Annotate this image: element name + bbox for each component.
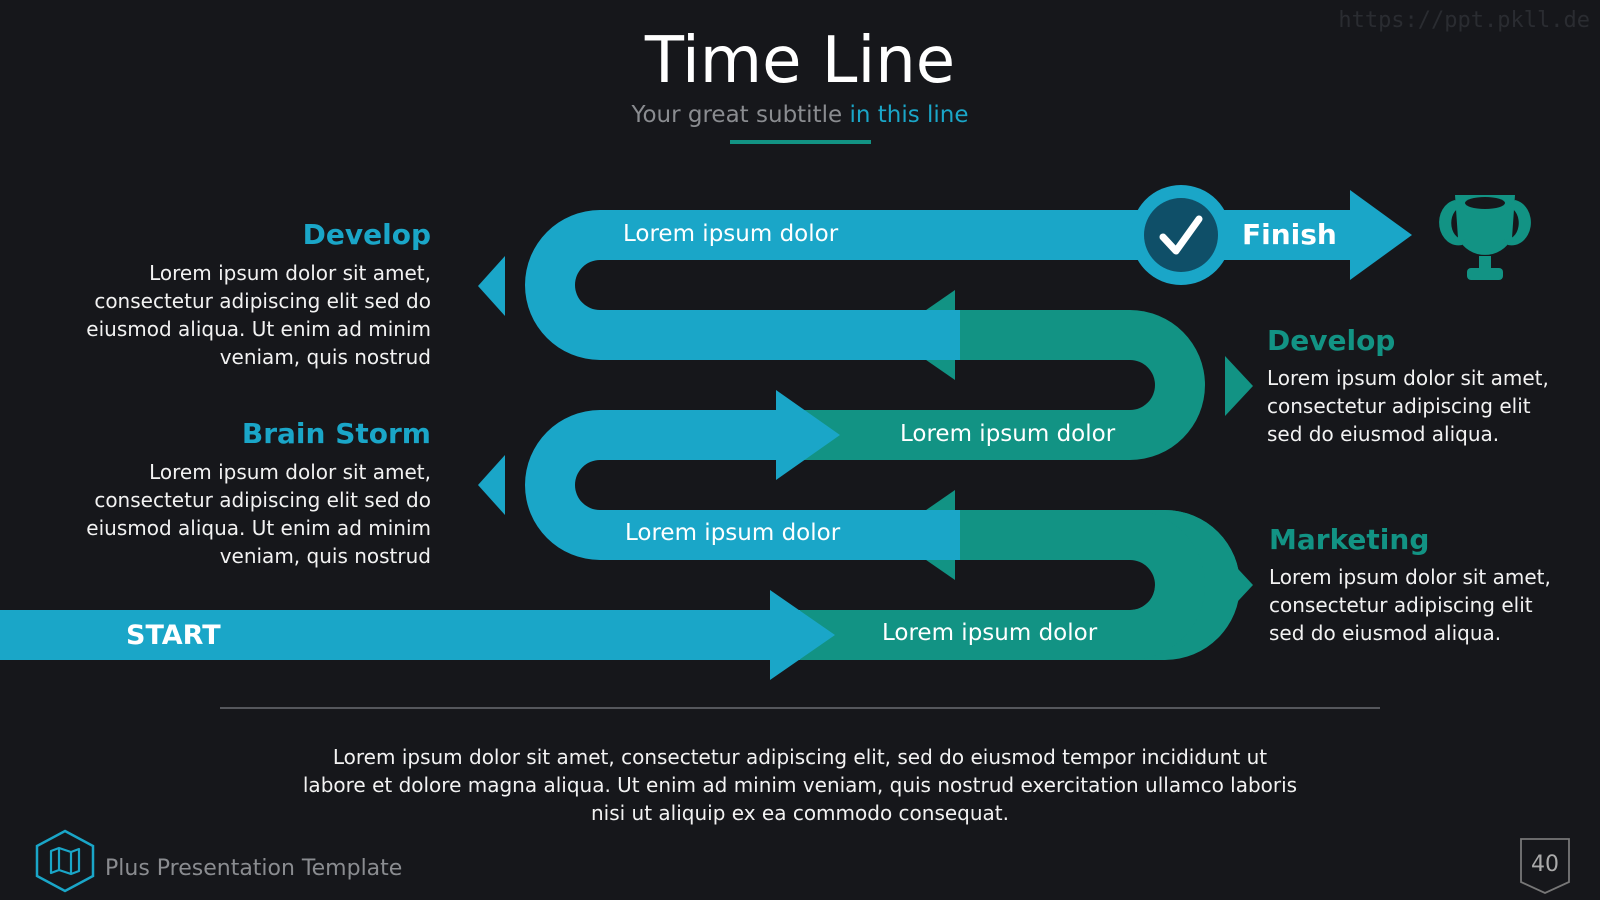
pointer-left-lower: [478, 455, 505, 515]
pointer-left-upper: [478, 256, 505, 316]
finish-arrowhead: [1350, 190, 1412, 280]
finish-label: Finish: [1242, 218, 1337, 251]
page-number-badge: 40: [1520, 838, 1570, 894]
trophy-icon: [1439, 195, 1531, 280]
divider: [220, 707, 1380, 709]
track-segment-start: [0, 610, 800, 660]
right-item-text-develop: Lorem ipsum dolor sit amet, consectetur …: [1267, 366, 1549, 446]
check-icon: [1159, 215, 1203, 255]
pointer-right-lower: [1225, 555, 1253, 615]
right-item-title-marketing: Marketing: [1269, 523, 1430, 556]
track-label-1: Lorem ipsum dolor: [623, 221, 839, 247]
watermark: https://ppt.pkll.de: [1338, 8, 1590, 33]
track-label-2: Lorem ipsum dolor: [900, 421, 1116, 447]
right-item-title-develop: Develop: [1267, 324, 1396, 357]
track-label-4: Lorem ipsum dolor: [882, 620, 1098, 646]
subtitle-underline: [730, 140, 871, 144]
page-number: 40: [1531, 852, 1559, 877]
blue-arrowhead-start: [770, 590, 835, 680]
track-segment-blue-top: [525, 210, 1160, 360]
subtitle-plain: Your great subtitle: [631, 102, 850, 128]
left-item-text-develop: Lorem ipsum dolor sit amet, consectetur …: [86, 261, 431, 369]
left-item-text-brainstorm: Lorem ipsum dolor sit amet, consectetur …: [86, 460, 431, 568]
pointer-right-upper: [1225, 356, 1253, 416]
track-segment-teal-lower: [800, 510, 1205, 660]
footer-template-name: Plus Presentation Template: [105, 856, 403, 881]
track-segment-blue-middle: [525, 410, 960, 560]
check-circle-inner: [1144, 198, 1218, 272]
track-segment-teal-upper: [800, 310, 1205, 460]
map-icon: [35, 829, 95, 893]
start-label: START: [126, 620, 221, 651]
left-item-title-brainstorm: Brain Storm: [241, 417, 431, 450]
right-item-text-marketing: Lorem ipsum dolor sit amet, consectetur …: [1269, 565, 1551, 645]
page-subtitle: Your great subtitle in this line: [0, 102, 1600, 128]
track-label-3: Lorem ipsum dolor: [625, 520, 841, 546]
subtitle-highlight: in this line: [849, 102, 969, 128]
bottom-paragraph: Lorem ipsum dolor sit amet, consectetur …: [302, 745, 1298, 825]
blue-arrowhead-middle: [776, 390, 840, 480]
left-item-title-develop: Develop: [302, 218, 431, 251]
page-title: Time Line: [644, 24, 956, 98]
